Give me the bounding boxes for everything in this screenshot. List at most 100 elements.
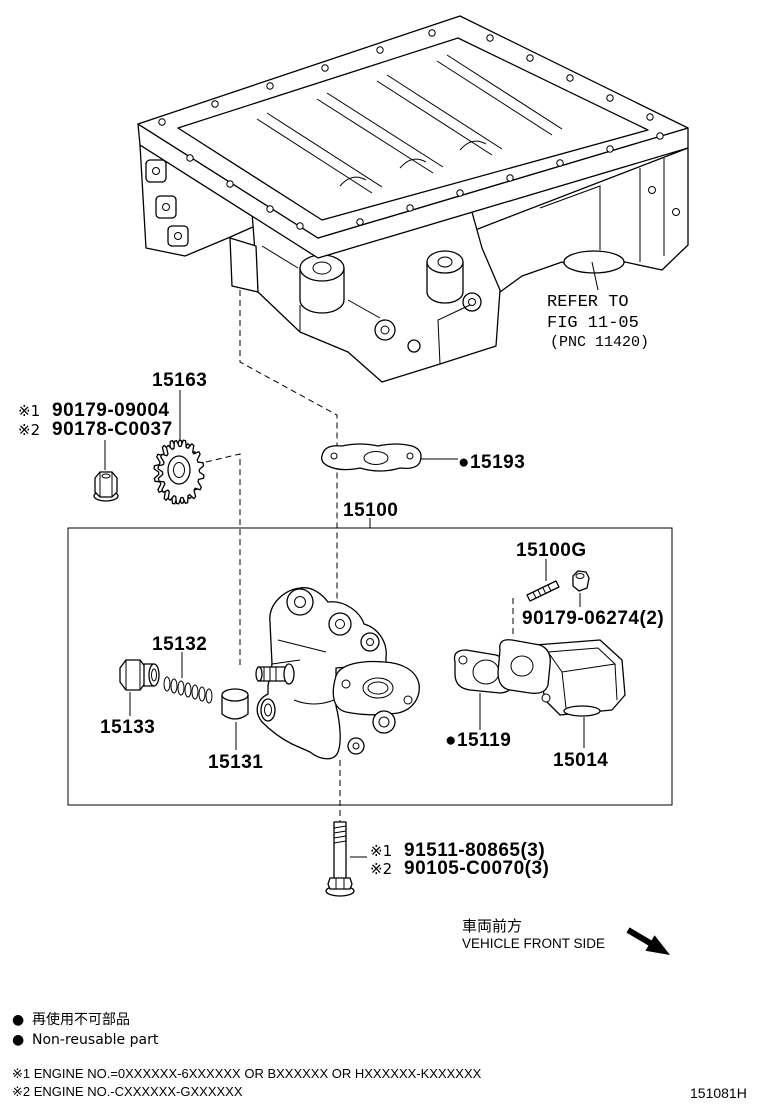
oil-pan-bolt-hole — [186, 154, 194, 162]
callout-15100[interactable]: 15100 — [343, 500, 398, 521]
stud-body — [526, 580, 560, 602]
callout-bolt-2[interactable]: 90105-C0070(3) — [404, 858, 549, 879]
stud-nut-drawing — [572, 570, 590, 592]
oil-pan-bolt-hole — [296, 222, 304, 230]
oil-pan-drawing — [137, 15, 689, 383]
oil-pump-outlet-bolt-hole — [403, 695, 413, 705]
callout-15100G[interactable]: 15100G — [516, 540, 587, 561]
legend-label-en: Non-reusable part — [32, 1032, 159, 1048]
reference-line-3: (PNC 11420) — [550, 334, 649, 351]
oil-pan-bolt-hole — [162, 203, 170, 211]
callout-15163[interactable]: 15163 — [152, 370, 207, 391]
relief-spring-coil — [177, 680, 185, 696]
oil-pan-bolt-hole — [428, 29, 436, 37]
oil-pan-bolt-hole — [226, 180, 234, 188]
oil-pump-rib — [271, 639, 335, 705]
reference-line-1: REFER TO — [547, 293, 629, 312]
pump-bolt-drawing — [325, 821, 355, 897]
oil-pump-relief-bore-inner — [264, 703, 272, 717]
alignment-line-sprocket — [205, 453, 241, 668]
oil-pump-outlet-port-inner — [367, 681, 389, 695]
relief-valve-top — [221, 688, 249, 702]
oil-pan-bulkhead — [316, 92, 444, 174]
relief-plug-bore — [151, 668, 157, 682]
engine-note-1: ※1 ENGINE NO.=0XXXXXX-6XXXXXX OR BXXXXXX… — [12, 1066, 482, 1081]
outlet-gasket-drawing — [320, 443, 422, 472]
callout-bolt-1[interactable]: 91511-80865(3) — [404, 840, 545, 861]
oil-pan-bulkhead — [256, 112, 383, 194]
oil-pan-bolt-hole — [672, 208, 680, 216]
stud-nut-hole — [575, 573, 585, 579]
relief-spring-coil — [184, 682, 192, 698]
oil-pump-lower-boss-hole — [352, 742, 360, 750]
assembly-box — [67, 527, 673, 806]
oil-pan-bolt-hole — [356, 218, 364, 226]
arrow-down-right-icon — [626, 927, 670, 955]
oil-pan-bolt-hole — [266, 205, 274, 213]
callout-15014[interactable]: 15014 — [553, 750, 608, 771]
outlet-gasket-bolt-hole — [406, 452, 414, 460]
callout-sprocket-nut-1[interactable]: 90179-09004 — [52, 400, 170, 421]
oil-pan-bolt-hole — [606, 145, 614, 153]
sprocket-nut-edge — [99, 472, 113, 497]
oil-pan-journal-hole — [312, 261, 332, 275]
outlet-gasket-port — [363, 451, 389, 465]
oil-pump-outlet-bolt-hole — [341, 679, 351, 689]
callout-15119[interactable]: ●15119 — [445, 730, 511, 751]
oil-pan-bolt-hole — [648, 186, 656, 194]
oil-pan-bolt-hole — [406, 204, 414, 212]
pump-bolt-head-edge — [335, 878, 345, 889]
pump-bolt-head — [327, 877, 353, 890]
oil-pump-boss-hole — [294, 596, 306, 608]
relief-spring-coil — [198, 686, 206, 702]
legend-label-jp: 再使用不可部品 — [32, 1011, 130, 1028]
relief-plug-drawing — [119, 659, 160, 691]
oil-pan-bolt-hole — [152, 167, 160, 175]
oil-pan-bolt-hole — [456, 189, 464, 197]
cover-bottom-ridge — [563, 705, 601, 717]
callout-90179-06274[interactable]: 90179-06274(2) — [522, 608, 664, 629]
callout-sprocket-nut-2[interactable]: 90178-C0037 — [52, 419, 173, 440]
oil-pan-flange-bolt-holes — [158, 29, 664, 230]
cover-body — [534, 639, 626, 716]
non-reusable-marker-icon: ● — [12, 1012, 24, 1028]
oil-pan-bolt-hole — [566, 74, 574, 82]
callout-sprocket-nut-2-mark: ※2 — [18, 421, 40, 439]
callout-15131[interactable]: 15131 — [208, 752, 263, 773]
oil-pan-bolt-hole — [266, 82, 274, 90]
oil-pan-sump-rib — [539, 185, 601, 250]
cover-flange-port — [510, 655, 534, 677]
callout-15193[interactable]: ●15193 — [458, 452, 525, 473]
oil-pan-bolt-hole — [376, 46, 384, 54]
oil-pan-opening — [177, 37, 649, 221]
callout-15133[interactable]: 15133 — [100, 717, 155, 738]
cover-drawing — [497, 639, 626, 717]
sprocket-drawing — [153, 439, 205, 505]
pump-bolt-shaft — [333, 821, 347, 881]
callout-sprocket-nut-1-mark: ※1 — [18, 402, 40, 420]
oil-pan-boss-hole — [468, 298, 476, 306]
callout-15132[interactable]: 15132 — [152, 634, 207, 655]
oil-pan-boss-hole — [380, 325, 390, 335]
oil-pump-lower-boss-hole — [378, 716, 390, 728]
relief-plug-hex — [119, 659, 147, 691]
oil-pan-bolt-hole — [656, 132, 664, 140]
oil-pump-body-drawing — [255, 587, 420, 760]
callout-bolt-2-mark: ※2 — [370, 860, 392, 878]
relief-spring-coil — [191, 684, 199, 700]
oil-pump-body — [256, 587, 387, 760]
oil-pump-shaft-splines — [263, 667, 277, 681]
reference-line-2: FIG 11-05 — [547, 314, 639, 333]
callout-bolt-1-mark: ※1 — [370, 842, 392, 860]
outlet-gasket-bolt-hole — [330, 452, 338, 460]
vehicle-front-label-en: VEHICLE FRONT SIDE — [462, 936, 605, 951]
relief-valve-drawing — [221, 688, 249, 720]
cover-bolt-hole — [541, 693, 551, 703]
oil-pan-boss — [407, 339, 421, 353]
oil-pan-journal-boss — [426, 261, 464, 304]
oil-pan-bolt-hole — [321, 64, 329, 72]
cover-edge — [561, 663, 618, 709]
stud-drawing — [526, 580, 560, 602]
relief-plug-edge — [125, 660, 141, 690]
